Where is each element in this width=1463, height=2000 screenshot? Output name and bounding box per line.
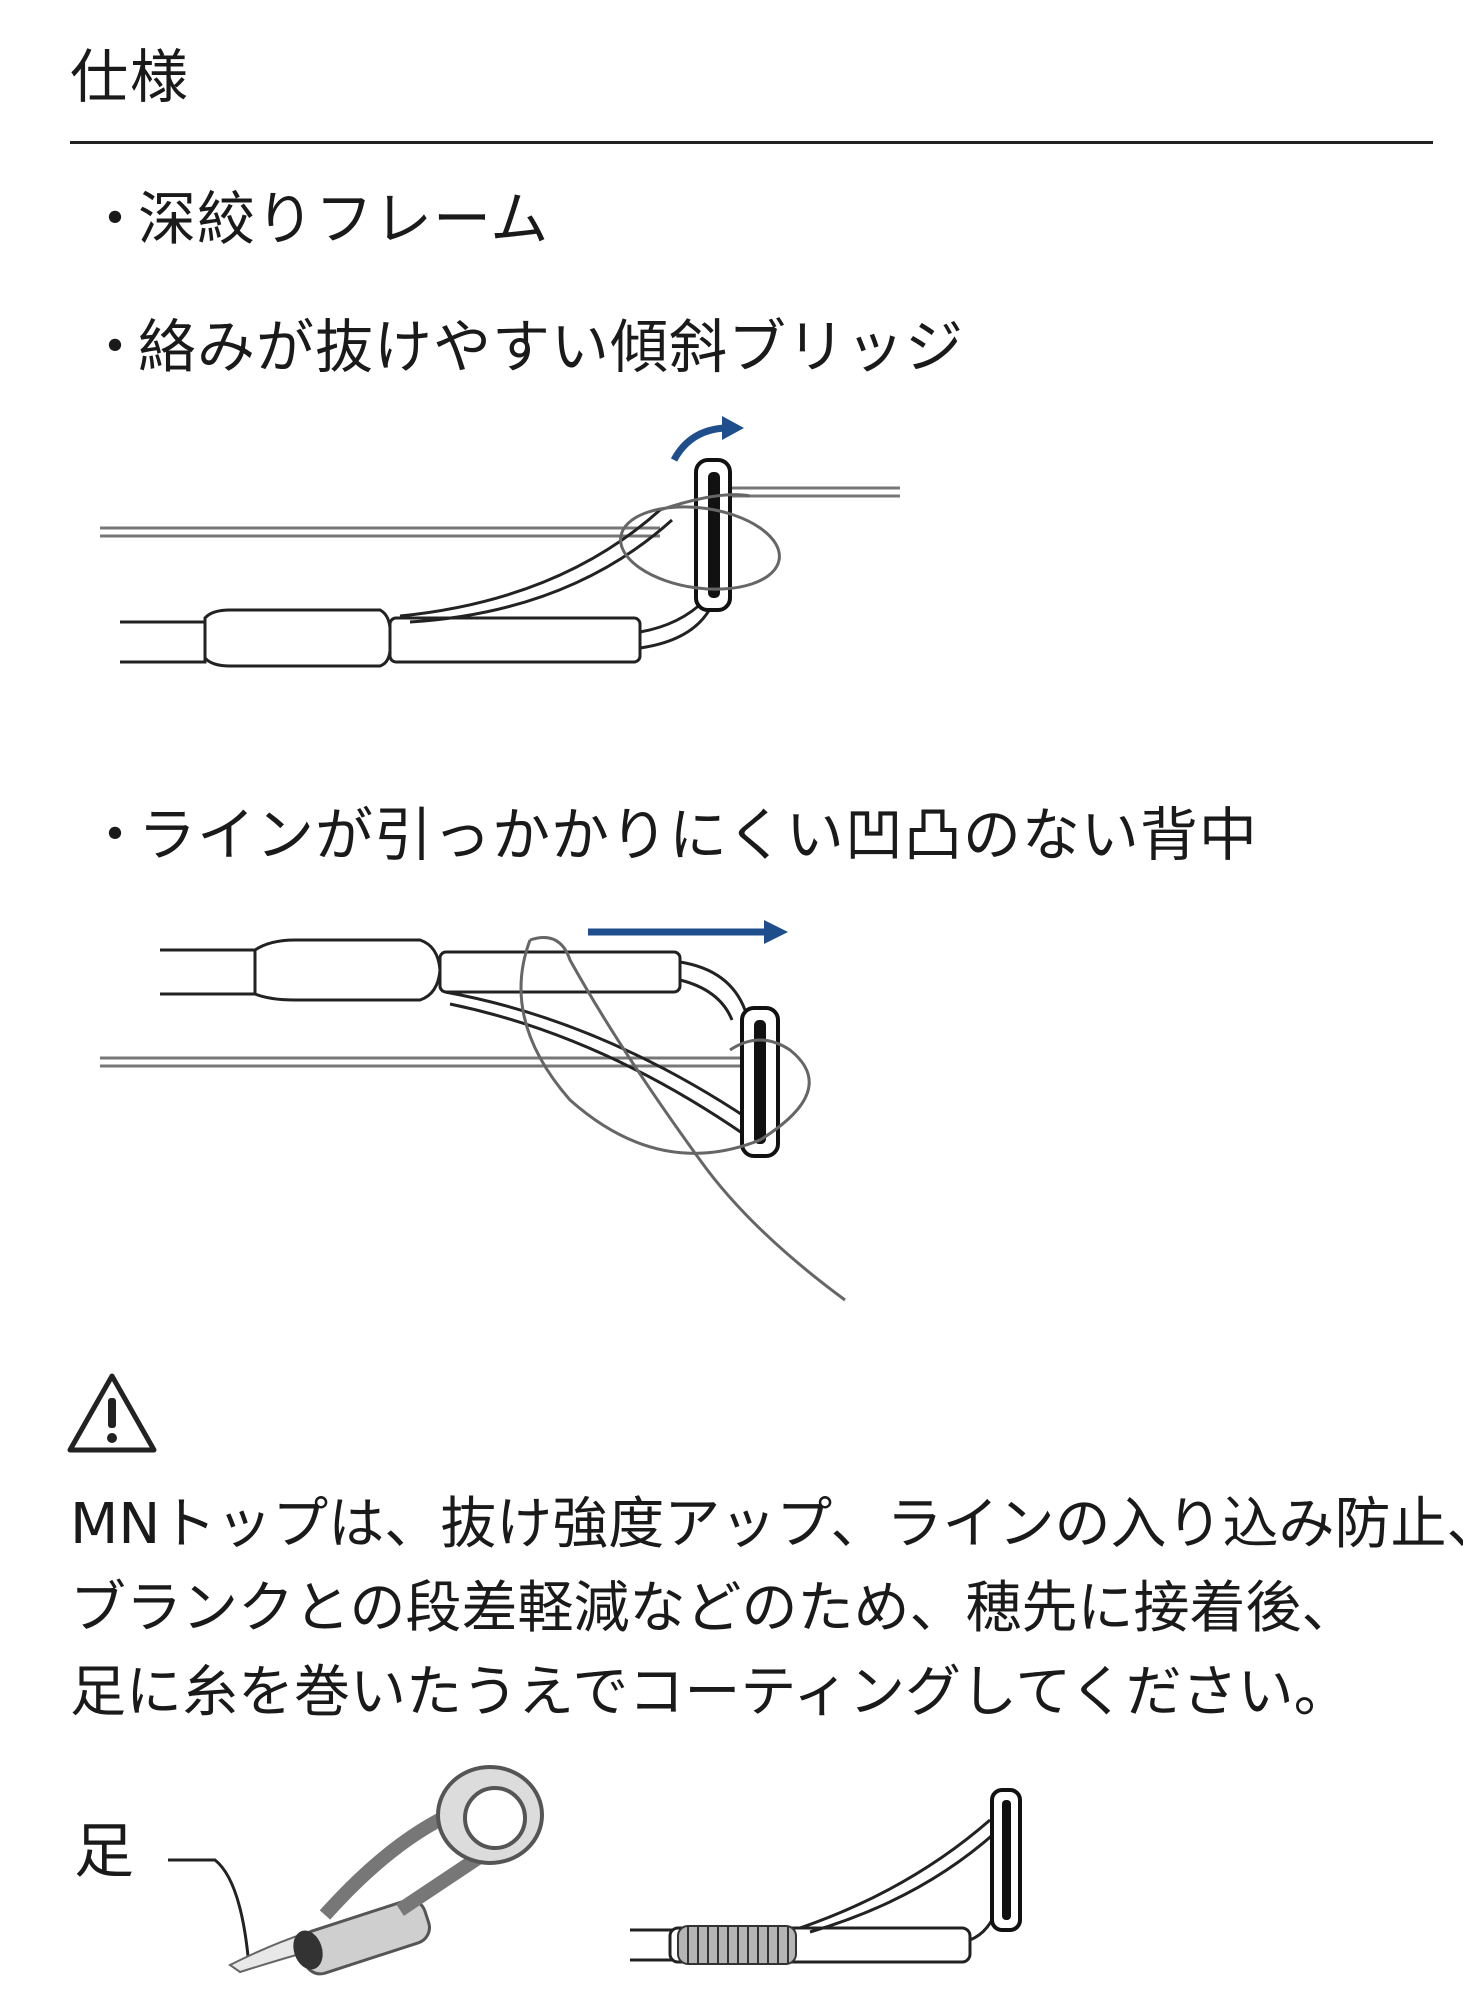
guide-foot-illustration bbox=[168, 1765, 544, 1976]
feature-text: 絡みが抜けやすい傾斜ブリッジ bbox=[138, 313, 965, 381]
bullet-mark: ・ bbox=[86, 185, 146, 253]
thread-wrap bbox=[677, 1925, 797, 1965]
heading-divider bbox=[70, 141, 1433, 144]
bullet-mark: ・ bbox=[86, 801, 146, 869]
warning-triangle-icon bbox=[67, 1373, 157, 1453]
caution-note: MNトップは、抜け強度アップ、ラインの入り込み防止、 ブランクとの段差軽減などの… bbox=[70, 1483, 1463, 1735]
feature-text: ラインが引っかかりにくい凹凸のない背中 bbox=[138, 801, 1258, 869]
caution-line: MNトップは、抜け強度アップ、ラインの入り込み防止、 bbox=[70, 1492, 1463, 1557]
foot-label: 足 bbox=[74, 1817, 134, 1887]
feature-item-smooth-back: ・ラインが引っかかりにくい凹凸のない背中 bbox=[86, 806, 1258, 864]
caution-line: ブランクとの段差軽減などのため、穂先に接着後、 bbox=[70, 1576, 1358, 1641]
section-heading: 仕様 bbox=[70, 43, 191, 111]
feature-item-deep-frame: ・深絞りフレーム bbox=[86, 190, 549, 248]
caution-line: 足に糸を巻いたうえでコーティングしてください。 bbox=[70, 1660, 1350, 1725]
feature-text: 深絞りフレーム bbox=[138, 185, 550, 253]
sloped-bridge-illustration bbox=[100, 416, 900, 668]
wrapped-guide-illustration bbox=[630, 1788, 1022, 1965]
smooth-back-illustration bbox=[100, 920, 846, 1302]
bullet-mark: ・ bbox=[86, 313, 146, 381]
feature-item-sloped-bridge: ・絡みが抜けやすい傾斜ブリッジ bbox=[86, 318, 964, 376]
